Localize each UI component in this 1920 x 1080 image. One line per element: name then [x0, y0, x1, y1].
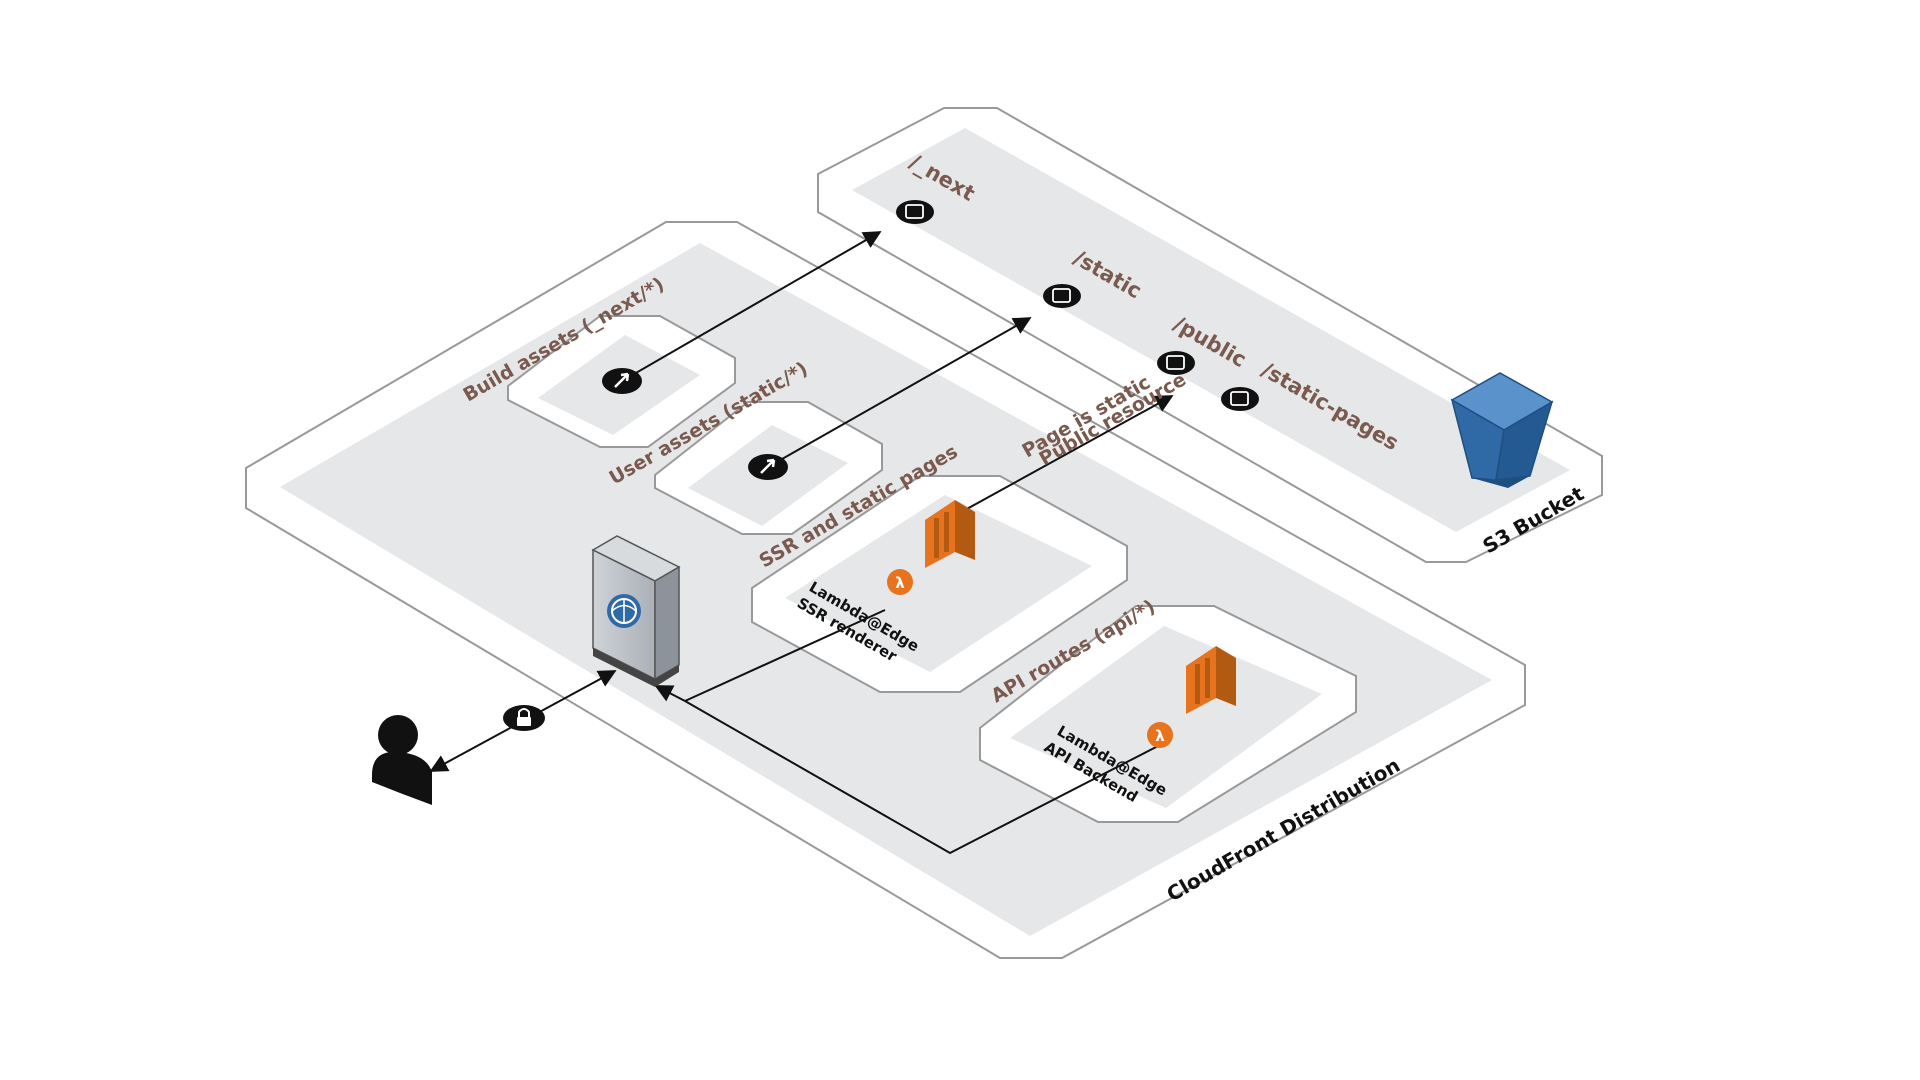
arrow-ssr-to-public: [964, 395, 1174, 511]
connectors: [429, 231, 1174, 855]
image-icon: [1157, 351, 1195, 375]
document-icon: [1221, 387, 1259, 411]
svg-text:λ: λ: [895, 574, 905, 592]
arrow-badge-icon: [748, 454, 788, 480]
image-icon: [1043, 284, 1081, 308]
lock-icon: [503, 705, 545, 731]
s3-bucket-icon: [1450, 372, 1554, 488]
ssr-pages-zone: [751, 475, 1128, 693]
svg-text:λ: λ: [1155, 727, 1165, 745]
lambda-icon: λ: [1147, 646, 1236, 748]
line-lambdas-to-edge: [684, 700, 1161, 855]
lambda-icon: λ: [887, 500, 975, 595]
line-ssr-lambda-to-bus: [684, 609, 886, 702]
arrow-bus-to-edge: [654, 685, 686, 702]
api-routes-zone: [979, 605, 1357, 823]
edge-server-icon: [591, 535, 681, 687]
arrow-badge-icon: [602, 368, 642, 394]
user-icon: [372, 715, 432, 805]
document-icon: [896, 200, 934, 224]
arrow-build-to-next: [621, 231, 882, 382]
arrow-user-to-static: [767, 317, 1032, 468]
